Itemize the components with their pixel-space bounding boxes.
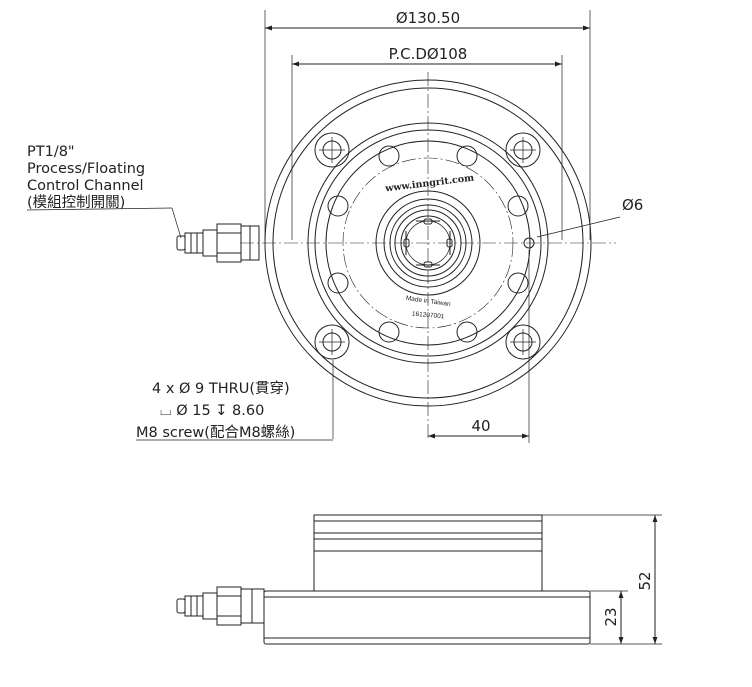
pneumatic-fitting-top: [176, 223, 260, 263]
small-hole-label: Ø6: [622, 196, 643, 214]
origin-marking: Made in Taiwan: [405, 295, 451, 308]
base-height-dimension: 23: [602, 591, 624, 644]
mounting-holes: [327, 145, 529, 343]
counterbored-through-holes: [314, 132, 541, 360]
port-note-line3: Control Channel: [27, 178, 144, 194]
center-bore: [375, 190, 481, 296]
hole-note-line1: 4 x Ø 9 THRU(貫穿): [152, 380, 290, 397]
side-view: 52 23: [176, 514, 662, 645]
serial-marking: 161207001: [412, 311, 445, 321]
port-note-line4: (模組控制開關): [27, 194, 125, 211]
offset-label: 40: [471, 417, 490, 435]
port-note-line2: Process/Floating: [27, 161, 145, 177]
outer-diameter-dimension: Ø130.50: [265, 9, 590, 31]
hole-note-line2: ⌴ Ø 15 ↧ 8.60: [160, 403, 264, 419]
total-height-dimension: 52: [636, 515, 658, 644]
pcd-label: P.C.DØ108: [389, 45, 468, 63]
hole-note-line3: M8 screw(配合M8螺絲): [136, 424, 295, 441]
hole-note: 4 x Ø 9 THRU(貫穿) ⌴ Ø 15 ↧ 8.60 M8 screw(…: [136, 380, 333, 441]
port-note-line1: PT1/8": [27, 144, 75, 160]
pcd-dimension: P.C.DØ108: [292, 45, 562, 67]
port-note: PT1/8" Process/Floating Control Channel …: [26, 144, 173, 211]
pneumatic-fitting-side: [176, 586, 265, 626]
offset-dimension: 40: [428, 250, 530, 443]
base-height-label: 23: [602, 607, 620, 626]
top-view: Ø130.50 P.C.DØ108: [171, 9, 643, 443]
small-hole-callout: Ø6: [523, 196, 643, 249]
small-hole: [523, 237, 535, 249]
outer-diameter-label: Ø130.50: [396, 9, 460, 27]
total-height-label: 52: [636, 571, 654, 590]
